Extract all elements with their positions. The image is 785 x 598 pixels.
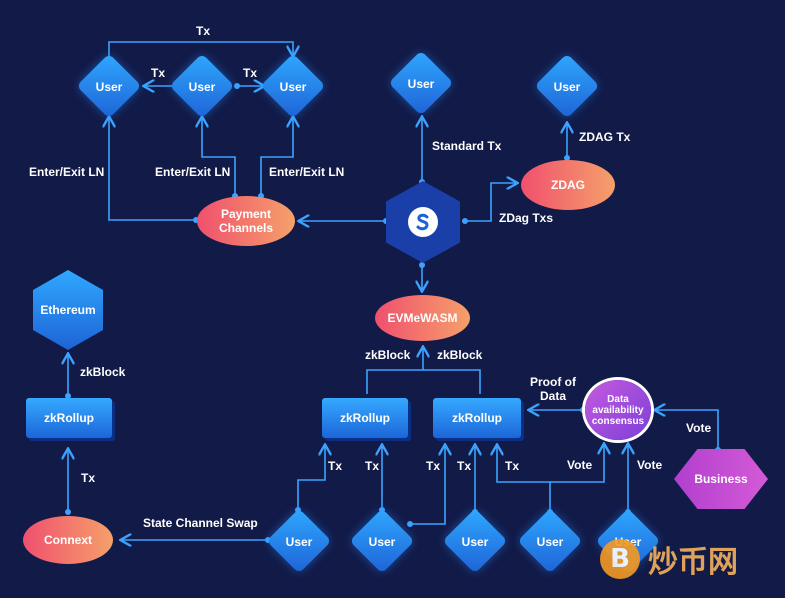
tx-label-top: Tx [195,24,211,38]
zdag-node[interactable]: ZDAG [521,160,615,210]
syscoin-hub[interactable] [386,181,460,263]
vote-label-2: Vote [567,458,593,472]
tx-label-right: Tx [242,66,258,80]
enter-exit-label-3: Enter/Exit LN [269,165,345,179]
enter-exit-label-2: Enter/Exit LN [155,165,231,179]
bitcoin-icon: B [600,539,640,579]
zkrollup-right-node[interactable]: zkRollup [433,398,521,438]
tx-label-connext: Tx [80,471,96,485]
tx-label-d: Tx [457,459,472,473]
connext-node[interactable]: Connext [23,516,113,564]
zkrollup-left-node[interactable]: zkRollup [26,398,112,438]
standard-tx-label: Standard Tx [432,139,502,153]
user-node-2-label: User [188,80,216,94]
tx-label-a: Tx [328,459,343,473]
user-node-bottom-3-label: User [461,535,489,549]
zkrollup-mid-node[interactable]: zkRollup [322,398,408,438]
zkblock-label-eth: zkBlock [80,365,126,379]
zdag-tx-label: ZDAG Tx [579,130,631,144]
user-node-bottom-1-label: User [285,535,313,549]
watermark-text: 炒币网 [648,545,738,580]
user-node-bottom-4-label: User [536,535,564,549]
evm-node[interactable]: EVMeWASM [375,295,470,341]
zkblock-label-right: zkBlock [437,348,483,362]
tx-label-e: Tx [505,459,520,473]
vote-label-1: Vote [686,421,712,435]
data-availability-node[interactable]: Data availability consensus [585,380,651,440]
user-node-5-label: User [553,80,581,94]
watermark: B 炒币网 [600,537,738,581]
vote-label-3: Vote [637,458,663,472]
tx-label-left: Tx [150,66,166,80]
zdag-txs-label: ZDag Txs [499,211,554,225]
business-node[interactable]: Business [674,449,768,509]
ethereum-node[interactable]: Ethereum [33,270,103,350]
user-node-3-label: User [279,80,307,94]
tx-label-b: Tx [365,459,380,473]
syscoin-logo-icon [408,207,438,237]
proof-of-data-label: Proof of Data [530,375,576,403]
user-node-1-label: User [95,80,123,94]
state-channel-swap-label: State Channel Swap [143,516,258,530]
zkblock-label-left: zkBlock [365,348,411,362]
enter-exit-label-1: Enter/Exit LN [29,165,105,179]
payment-channels-node[interactable]: Payment Channels [197,196,295,246]
user-node-bottom-2-label: User [368,535,396,549]
tx-label-c: Tx [426,459,441,473]
user-node-4-label: User [407,77,435,91]
